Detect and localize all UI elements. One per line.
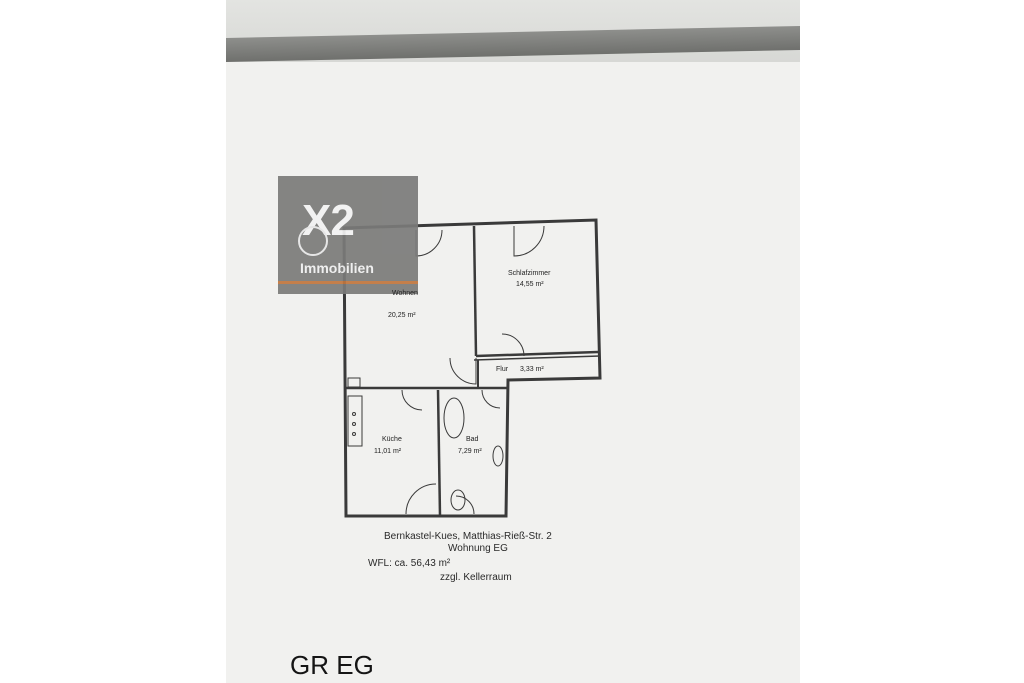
document-sheet: X2 Immobilien Wohnen 20,25 m² Schlafzimm… <box>226 0 800 683</box>
room-area-kueche: 11,01 m² <box>374 448 402 455</box>
door-arc-kueche <box>401 389 423 411</box>
washbasin <box>492 445 504 467</box>
room-label-schlafzimmer: Schlafzimmer <box>508 270 551 277</box>
kitchen-counter <box>347 395 363 447</box>
room-label-flur: Flur <box>496 366 509 373</box>
room-label-wohnen: Wohnen <box>392 290 418 297</box>
stove-dot <box>352 432 356 436</box>
chimney-box <box>347 377 361 388</box>
door-arc-wohnen <box>415 229 443 257</box>
room-area-bad: 7,29 m² <box>458 448 482 455</box>
caption-living-area: WFL: ca. 56,43 m² <box>368 558 451 569</box>
room-area-flur: 3,33 m² <box>520 366 544 373</box>
logo-emblem-icon <box>298 226 328 256</box>
door-arc-bad <box>481 389 501 409</box>
stove-dot <box>352 422 356 426</box>
wall-schlafzimmer-left <box>472 225 478 357</box>
outer-wall <box>342 218 602 518</box>
wall-kueche-bad <box>436 389 442 517</box>
room-label-kueche: Küche <box>382 436 402 443</box>
door-arc-bad-bottom <box>455 495 475 515</box>
caption-unit: Wohnung EG <box>448 543 508 554</box>
plan-title: GR EG <box>290 650 374 680</box>
room-label-bad: Bad <box>466 436 479 443</box>
logo-wordmark: Immobilien <box>300 260 374 276</box>
caption-address: Bernkastel-Kues, Matthias-Rieß-Str. 2 <box>384 531 552 542</box>
wall-schlafzimmer-bottom <box>475 350 599 358</box>
door-arc-kueche-bottom <box>405 483 437 515</box>
caption-extra: zzgl. Kellerraum <box>440 572 512 583</box>
bathtub <box>443 397 465 439</box>
stove-dot <box>352 412 356 416</box>
wall-flur-top <box>473 355 601 361</box>
logo-accent-line <box>278 281 418 284</box>
door-arc-schlaf-lower <box>501 333 525 357</box>
company-logo: X2 Immobilien <box>278 176 418 294</box>
toilet <box>450 489 466 511</box>
door-arc-flur <box>449 357 477 385</box>
room-area-schlafzimmer: 14,55 m² <box>516 281 544 288</box>
room-area-wohnen: 20,25 m² <box>388 312 416 319</box>
floor-plan <box>342 218 602 518</box>
door-arc-schlaf <box>513 225 545 257</box>
